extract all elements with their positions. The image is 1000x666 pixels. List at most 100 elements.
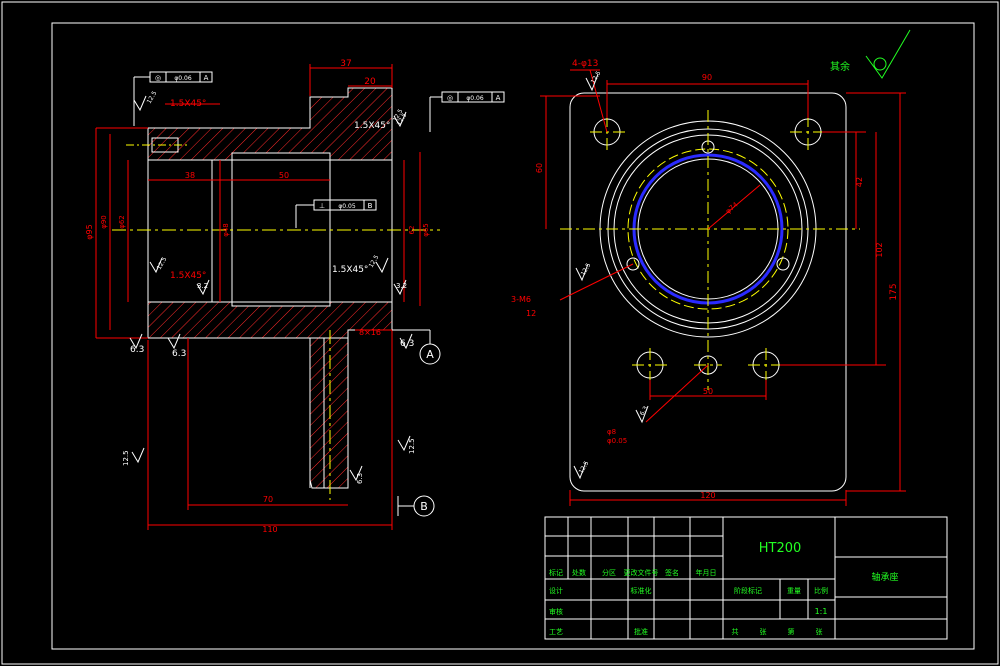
side-roughness-1: 12.5 — [590, 70, 603, 85]
side-dim-phi74: φ74 — [724, 200, 740, 215]
dim-phi90: φ90 — [100, 215, 108, 229]
svg-text:B: B — [368, 202, 373, 210]
svg-text:更改文件号: 更改文件号 — [624, 568, 659, 577]
svg-text:张: 张 — [760, 627, 767, 636]
svg-text:比例: 比例 — [814, 586, 828, 595]
roughness-12: 12.5 — [408, 438, 416, 454]
material-label: HT200 — [759, 541, 802, 556]
dim-50: 50 — [279, 171, 289, 180]
dim-70: 70 — [263, 495, 273, 504]
tolerance-frame-2: ◎ φ0.06 A — [429, 91, 505, 132]
svg-text:φ0.05: φ0.05 — [338, 203, 356, 210]
flange-hatch — [309, 337, 349, 489]
callout-thread-depth: 12 — [526, 309, 536, 318]
roughness-11: 12.5 — [122, 450, 130, 466]
svg-text:共: 共 — [732, 627, 739, 636]
svg-text:◎: ◎ — [447, 94, 453, 102]
svg-text:⊥: ⊥ — [319, 202, 325, 210]
side-dim-42: 42 — [855, 177, 864, 187]
svg-text:B: B — [420, 500, 428, 513]
side-view: 90 60 42 102 175 50 120 φ74 4-φ13 3-M6 1… — [511, 29, 911, 506]
title-mid-labels: 阶段标记 重量 比例 — [734, 586, 828, 595]
chamfer-top-right: 1.5X45° — [354, 121, 390, 131]
chamfer-bottom-right: 1.5X45° — [332, 265, 368, 275]
scale-value: 1:1 — [815, 607, 828, 616]
svg-text:标记: 标记 — [549, 568, 563, 577]
svg-text:签名: 签名 — [665, 568, 679, 577]
bore-outline — [147, 159, 393, 303]
inner-border — [51, 22, 975, 650]
general-roughness-circle — [873, 57, 887, 71]
svg-text:张: 张 — [816, 627, 823, 636]
title-row-labels: 标记 处数 分区 更改文件号 签名 年月日 — [549, 568, 717, 577]
roughness-4: 3.2 — [396, 282, 407, 290]
title-block — [544, 516, 948, 640]
thread-hole-left — [626, 257, 640, 271]
dim-phi48: φ48 — [222, 223, 230, 237]
svg-text:A: A — [426, 348, 434, 361]
roughness-5: 6.3 — [130, 345, 144, 355]
svg-text:标准化: 标准化 — [631, 586, 652, 595]
svg-text:工艺: 工艺 — [549, 628, 563, 636]
svg-text:阶段标记: 阶段标记 — [734, 586, 762, 595]
svg-text:审核: 审核 — [549, 607, 563, 616]
top-right-mark: 其余 — [830, 60, 850, 73]
thread-hole-right — [776, 257, 790, 271]
svg-text:φ0.06: φ0.06 — [466, 95, 484, 102]
datum-b-marker: B — [397, 495, 435, 517]
callout-threads: 3-M6 — [511, 295, 531, 304]
dim-37: 37 — [340, 59, 351, 69]
side-roughness-4: 12.5 — [578, 460, 591, 475]
dim-phi62: φ62 — [118, 215, 126, 229]
front-section-view: 37 20 38 50 70 110 8×16 φ95 φ90 φ62 φ48 … — [85, 59, 505, 534]
dim-62: 62 — [408, 226, 416, 235]
side-dim-175: 175 — [889, 283, 899, 300]
dim-phi95: φ95 — [85, 224, 94, 239]
dim-phi65: φ65 — [422, 223, 430, 237]
side-dim-102: 102 — [875, 242, 884, 257]
svg-text:第: 第 — [788, 627, 795, 636]
svg-text:批准: 批准 — [634, 627, 648, 636]
svg-text:处数: 处数 — [572, 568, 586, 577]
tolerance-frame-3: ⊥ φ0.05 B — [295, 199, 377, 228]
chamfer-top-left: 1.5X45° — [170, 99, 206, 109]
bolt-circle — [627, 148, 789, 310]
dim-110: 110 — [262, 525, 277, 534]
roughness-1: 12.5 — [146, 90, 159, 105]
roughness-2: 12.5 — [156, 256, 169, 271]
svg-text:◎: ◎ — [155, 74, 161, 82]
roughness-10: 6.3 — [356, 473, 364, 484]
title-left-labels: 设计 审核 工艺 标准化 批准 — [549, 586, 652, 636]
side-dim-120: 120 — [700, 491, 715, 500]
dim-8x16: 8×16 — [359, 328, 381, 337]
callout-pin-holes: φ8 — [607, 428, 616, 436]
roughness-3: 3.2 — [197, 282, 208, 290]
side-dim-60: 60 — [535, 163, 544, 173]
title-bottom-labels: 共 张 第 张 — [732, 627, 823, 636]
dim-38: 38 — [185, 171, 195, 180]
svg-text:分区: 分区 — [602, 568, 616, 577]
roughness-7: 6.3 — [400, 339, 414, 349]
svg-text:设计: 设计 — [549, 586, 563, 595]
svg-text:φ0.06: φ0.06 — [174, 75, 192, 82]
tolerance-frame-1: ◎ φ0.06 A — [133, 71, 213, 126]
svg-text:A: A — [204, 74, 209, 82]
svg-text:A: A — [496, 94, 501, 102]
dim-20: 20 — [364, 77, 376, 87]
callout-4-holes: 4-φ13 — [572, 59, 598, 69]
datum-a-marker: A — [392, 329, 441, 365]
callout-pin-holes-2: φ0.05 — [607, 437, 627, 445]
roughness-6: 6.3 — [172, 349, 186, 359]
plate-outline — [569, 92, 847, 492]
svg-text:重量: 重量 — [787, 587, 801, 595]
chamfer-bottom-left: 1.5X45° — [170, 271, 206, 281]
general-roughness-symbol — [865, 29, 911, 79]
svg-text:年月日: 年月日 — [696, 568, 717, 577]
side-dim-90: 90 — [702, 73, 712, 82]
side-roughness-3: 6.3 — [639, 405, 650, 417]
side-roughness-2: 12.5 — [580, 262, 593, 277]
side-dim-50: 50 — [703, 387, 713, 396]
part-name-label: 轴承座 — [871, 571, 898, 583]
